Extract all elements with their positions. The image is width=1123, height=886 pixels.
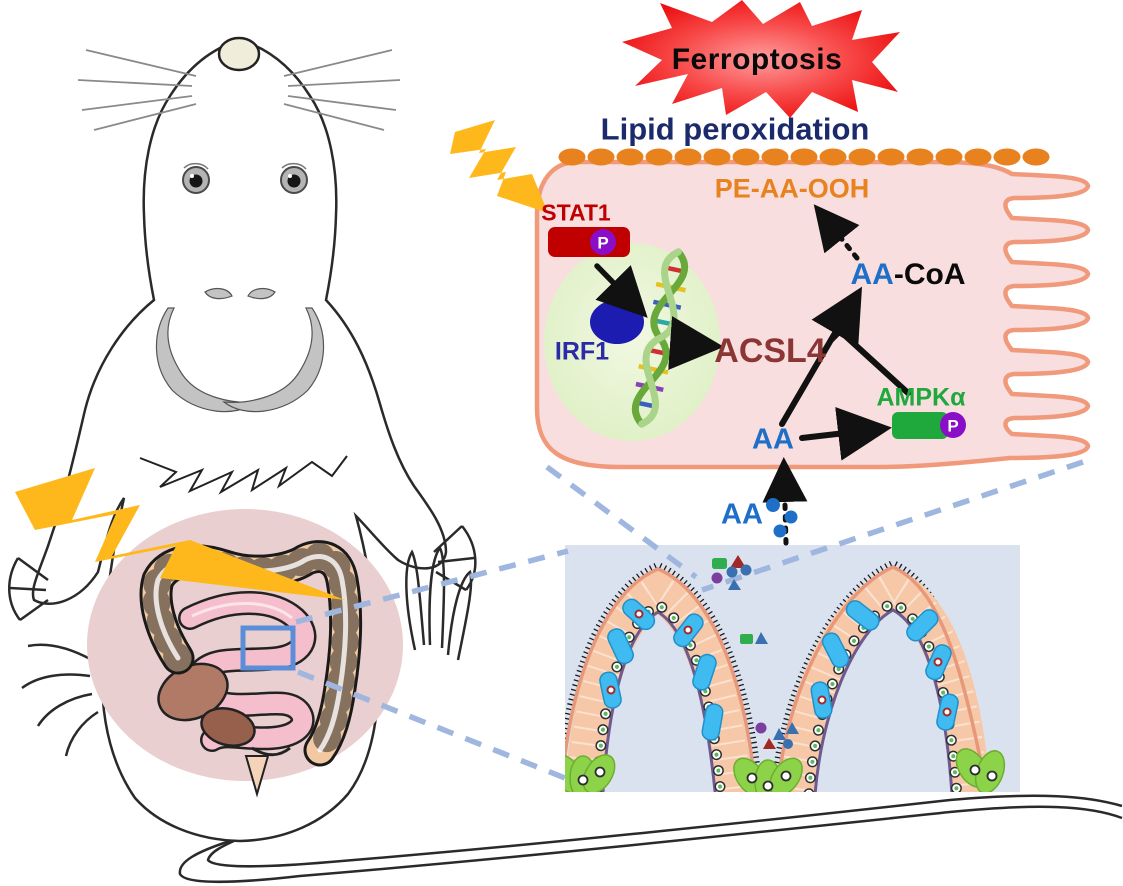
phospho-badge-label: P [597, 233, 609, 253]
stat1-protein-box [548, 227, 630, 257]
molecule-blue-triangle [786, 722, 799, 734]
molecule-blue-circle [726, 566, 738, 578]
mouse-belly-line [139, 455, 348, 495]
villi-epithelium [565, 559, 1006, 792]
nucleus [544, 243, 720, 441]
mouse-eye-left [182, 162, 210, 194]
arrow-aa-to-aacoa [779, 286, 863, 427]
molecule-purple-circle [755, 722, 767, 734]
dashed-line-cell-to-villus-left [545, 464, 698, 580]
aa-coa-coa-part: -CoA [893, 258, 966, 291]
phosphorylation-circle-icon [940, 412, 966, 438]
brush-border [565, 559, 995, 792]
molecule-purple-circle [711, 572, 723, 584]
molecule-green-square [740, 634, 753, 644]
ampk-protein-box [892, 412, 948, 439]
inhibition-bar [828, 319, 852, 343]
intestine-zoom-highlight-box [240, 625, 296, 671]
mouse-front-paw-left [8, 556, 49, 622]
aa-coa-aa-part: AA [850, 258, 894, 291]
ferroptosis-starburst-icon [622, 0, 900, 118]
arrow-aa-to-ampk [799, 406, 892, 461]
lipid-peroxidation-label: Lipid peroxidation [600, 111, 870, 147]
arrow-stat1-to-irf1 [594, 263, 648, 318]
zoom-projection-lines [295, 459, 1084, 781]
mouse-tail [178, 794, 1123, 883]
mouse-nose [217, 36, 261, 72]
molecule-blue-circle [783, 739, 793, 749]
extracellular-aa-dots [766, 498, 798, 538]
molecule-blue-triangle [755, 632, 768, 644]
dna-helix-icon [631, 248, 689, 428]
lightning-bolt-top [450, 120, 548, 213]
rectum [244, 755, 270, 798]
molecule-darkred-triangle [763, 738, 776, 749]
molecule-blue-circle [740, 564, 752, 576]
cecum [157, 662, 291, 757]
aa-extracellular-label: AA [721, 498, 763, 531]
phospho-badge-label: P [947, 416, 959, 436]
arrow-dna-to-acsl4 [668, 316, 724, 370]
lightning-bolt-abdomen [15, 468, 345, 600]
dashed-line-box-to-inset-top [295, 548, 569, 625]
stat1-label: STAT1 [541, 199, 611, 226]
lumen-molecules [711, 555, 799, 749]
goblet-nuclei [606, 609, 952, 717]
molecule-blue-triangle [773, 728, 786, 740]
mouse-whiskers [77, 49, 401, 131]
aa-intracellular-label: AA [752, 423, 794, 456]
molecule-darkred-triangle [730, 555, 746, 568]
pathway-arrows [594, 204, 911, 546]
inhibition-line-ampk [837, 328, 911, 396]
ferroptosis-label: Ferroptosis [671, 43, 843, 76]
molecule-green-square [712, 558, 727, 569]
molecule-blue-triangle [728, 579, 741, 590]
phosphorylation-circle-icon [590, 229, 616, 255]
mouse-rib-shading [155, 287, 325, 413]
irf1-label: IRF1 [554, 337, 610, 366]
pe-aa-ooh-label: PE-AA-OOH [714, 173, 870, 204]
mouse-eye-right [280, 162, 308, 194]
aa-coa-label: AA-CoA [851, 260, 966, 290]
oxidized-lipid-row [558, 148, 1050, 166]
acsl4-label: ACSL4 [714, 332, 826, 370]
dashed-line-cell-to-villus-right [701, 459, 1084, 593]
enterocyte-cell [534, 148, 1091, 546]
mouse-hind-paw-left [21, 643, 99, 757]
mouse-hind-paw-right [405, 545, 473, 661]
crypt-nuclei [577, 764, 998, 792]
ampk-alpha-label: AMPKα [876, 383, 966, 412]
dashed-arrow-aacoa-to-peaaooh [813, 204, 860, 261]
